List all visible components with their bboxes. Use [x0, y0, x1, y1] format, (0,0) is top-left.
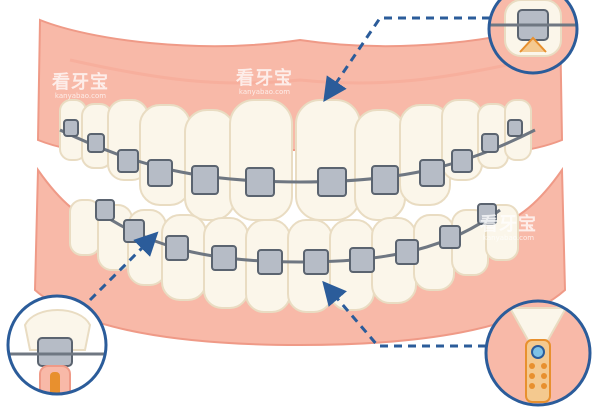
callout-arrows: [88, 16, 490, 348]
arrow-top-right: [323, 16, 490, 102]
arrow-bottom-left: [88, 231, 159, 302]
upper-brackets: [63, 119, 523, 197]
gum-inner-shade: [69, 58, 531, 85]
callout-bottom-right: [486, 301, 590, 405]
arrow-bottom-right: [322, 280, 486, 348]
callout-bottom-left: [8, 296, 106, 394]
lower-brackets: [95, 199, 497, 275]
